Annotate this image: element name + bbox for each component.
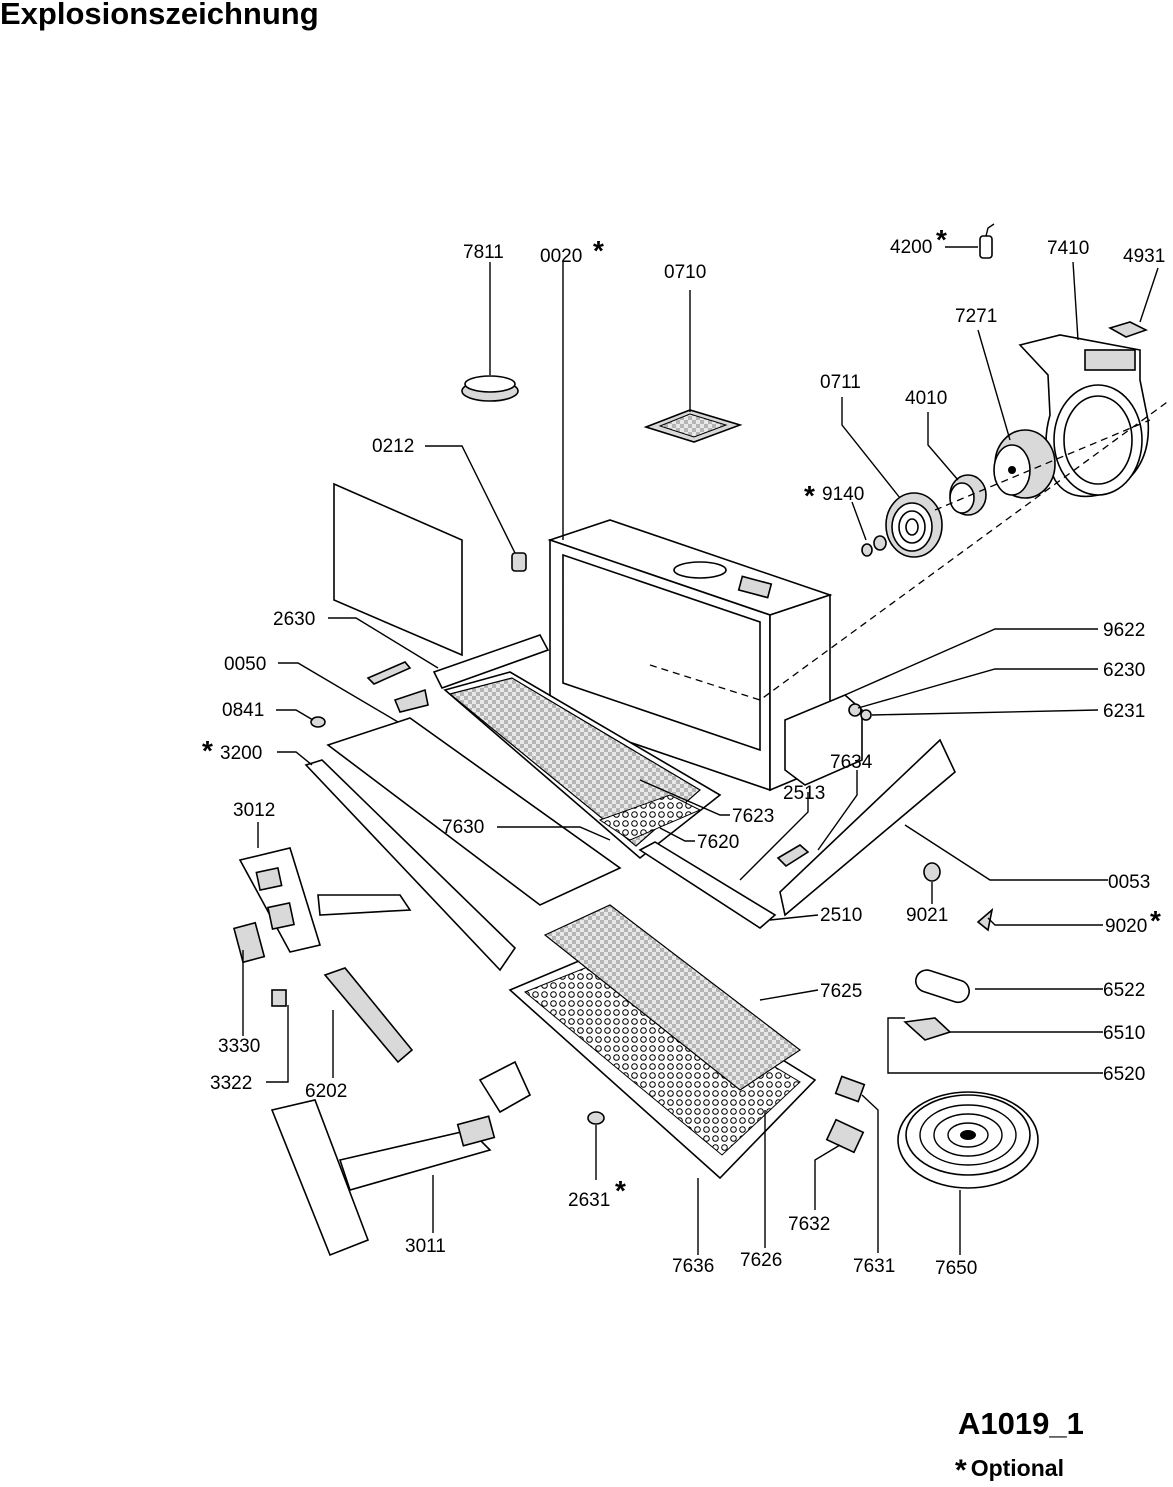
label-0020: 0020 — [540, 246, 582, 267]
label-3012: 3012 — [233, 800, 275, 821]
part-2510-rail-shape — [638, 841, 777, 929]
label-9140: 9140 — [822, 484, 864, 505]
part-6510-socket-shape — [903, 1017, 952, 1041]
label-7811: 7811 — [463, 242, 504, 263]
label-6522: 6522 — [1103, 980, 1145, 1001]
label-9020: 9020 — [1105, 916, 1147, 937]
part-6522-lamp-cover-shape — [914, 969, 970, 1004]
label-3322: 3322 — [210, 1073, 252, 1094]
label-7620: 7620 — [697, 832, 739, 853]
optional-mark-4200: * — [936, 224, 947, 255]
optional-mark-2631: * — [615, 1175, 626, 1206]
label-7625: 7625 — [820, 981, 862, 1002]
optional-mark-3200: * — [202, 735, 213, 766]
part-7632-clip-shape — [825, 1118, 865, 1154]
part-0053-rail-shape — [779, 738, 956, 917]
label-9021: 9021 — [906, 905, 948, 926]
label-6520: 6520 — [1103, 1064, 1145, 1085]
label-6202: 6202 — [305, 1081, 347, 1102]
part-7634-bracket-shape — [776, 844, 810, 868]
part-7620-filter-shape — [443, 671, 722, 860]
label-4931: 4931 — [1123, 246, 1165, 267]
part-9140-nut-shape — [861, 535, 887, 557]
fan-axis-line — [934, 419, 1151, 511]
label-7623: 7623 — [732, 806, 774, 827]
part-7630-frame-shape — [326, 717, 622, 906]
label-6230: 6230 — [1103, 660, 1145, 681]
part-9021-nut-shape — [923, 862, 941, 882]
part-0710-cover-shape — [643, 409, 743, 443]
part-3012-handle-shape — [238, 847, 412, 953]
optional-legend-asterisk: * — [955, 1454, 967, 1487]
optional-mark-9140: * — [804, 480, 815, 511]
drawing-number: A1019_1 — [958, 1406, 1084, 1441]
label-4010: 4010 — [905, 388, 947, 409]
part-7631-clip-shape — [834, 1075, 866, 1103]
label-6510: 6510 — [1103, 1023, 1145, 1044]
label-0711: 0711 — [820, 372, 861, 393]
label-7632: 7632 — [788, 1214, 830, 1235]
label-2630: 2630 — [273, 609, 315, 630]
part-3200-strip-shape — [304, 759, 517, 972]
part-4931-bracket-shape — [1107, 321, 1149, 338]
label-7650: 7650 — [935, 1258, 977, 1279]
label-3330: 3330 — [218, 1036, 260, 1057]
part-0050-hook-shape — [366, 661, 429, 713]
part-7811-cap-shape — [461, 375, 519, 402]
part-3011-handle-shape — [270, 1099, 496, 1257]
label-4200: 4200 — [890, 237, 932, 258]
label-9622: 9622 — [1103, 620, 1145, 641]
label-0212: 0212 — [372, 436, 414, 457]
part-2630-rail-shape — [432, 634, 550, 689]
label-0050: 0050 — [224, 654, 266, 675]
assembly-axis-line — [649, 399, 1171, 701]
page-title: Explosionszeichnung — [0, 0, 319, 31]
part-9622-bracket-shape — [784, 694, 872, 786]
optional-mark-0020: * — [593, 235, 604, 266]
label-7626: 7626 — [740, 1250, 782, 1271]
part-6202-panel-shape — [323, 967, 414, 1064]
part-3322-clip-shape — [271, 989, 287, 1007]
part-0212-clip-shape — [511, 552, 527, 572]
label-3011: 3011 — [405, 1236, 446, 1257]
label-7271: 7271 — [955, 306, 997, 327]
label-2510: 2510 — [820, 905, 862, 926]
part-3330-clip-shape — [232, 921, 266, 964]
label-0841: 0841 — [222, 700, 264, 721]
label-7410: 7410 — [1047, 238, 1089, 259]
label-2513: 2513 — [783, 783, 825, 804]
side-panel-shape — [333, 482, 463, 657]
label-6231: 6231 — [1103, 701, 1145, 722]
bracket-3011-area-shape — [478, 1060, 532, 1114]
label-7634: 7634 — [830, 752, 873, 773]
part-2631-nut-shape — [587, 1111, 605, 1125]
optional-legend-text: Optional — [970, 1455, 1064, 1481]
part-shapes — [232, 223, 1171, 1257]
label-2631: 2631 — [568, 1190, 610, 1211]
label-0710: 0710 — [664, 262, 706, 283]
part-4010-motor-shape — [949, 474, 987, 516]
part-0711-motor-plate-shape — [885, 492, 943, 558]
part-7625-filter-shape — [508, 904, 817, 1180]
optional-mark-9020: * — [1150, 905, 1161, 936]
part-7271-fan-wheel-shape — [993, 429, 1056, 499]
part-0841-screw-shape — [310, 716, 326, 728]
label-3200: 3200 — [220, 743, 262, 764]
label-7636: 7636 — [672, 1256, 714, 1277]
leader-lines — [242, 246, 1159, 1255]
part-4200-capacitor-shape — [979, 223, 995, 259]
optional-legend: *Optional — [955, 1450, 1064, 1487]
part-labels: 7811 0020 * 0710 4200 * 7410 4931 7271 0… — [202, 224, 1165, 1279]
label-7630: 7630 — [442, 817, 484, 838]
label-0053: 0053 — [1108, 872, 1150, 893]
part-7650-carbon-filter-shape — [897, 1091, 1039, 1189]
label-7631: 7631 — [853, 1256, 895, 1277]
